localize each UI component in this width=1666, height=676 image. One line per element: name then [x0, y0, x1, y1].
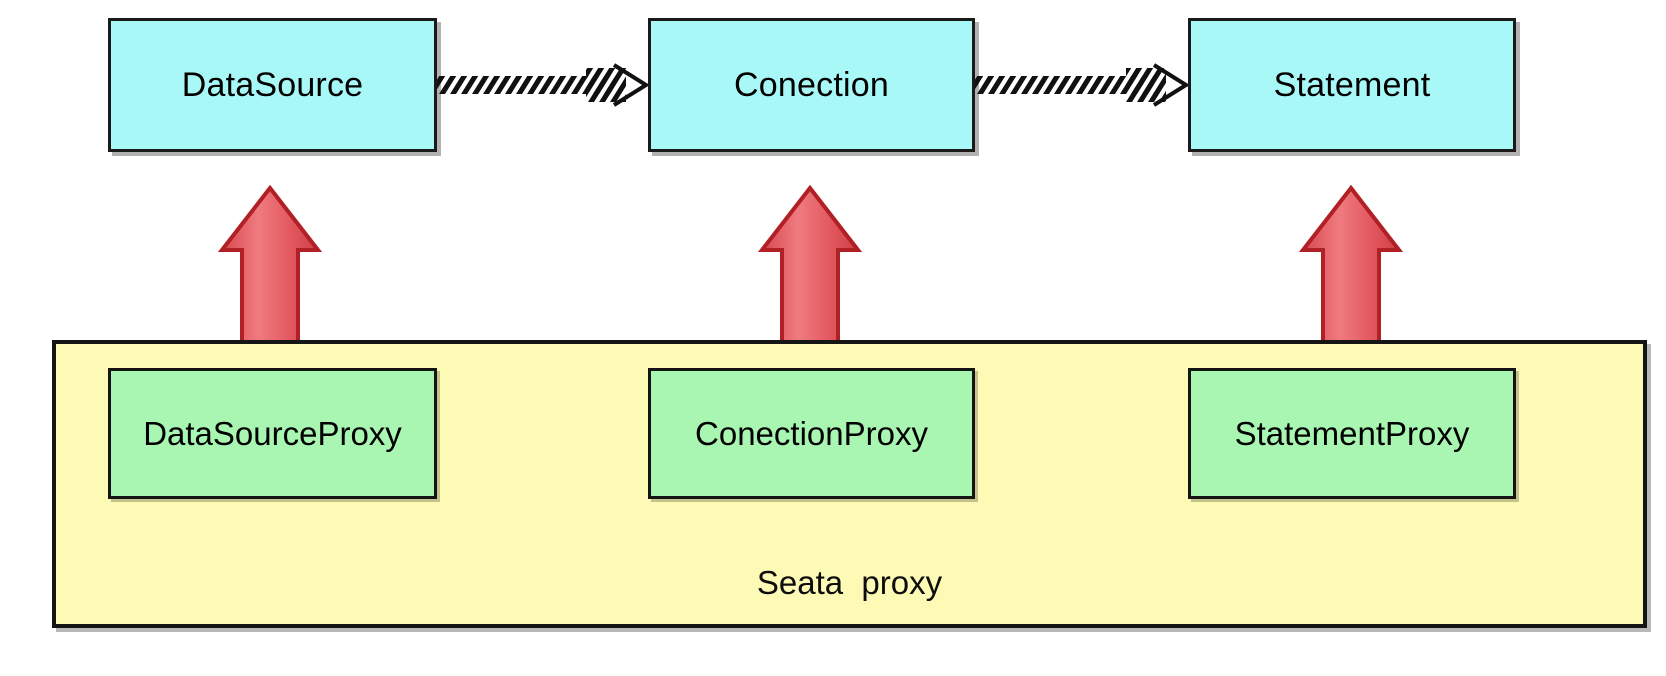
interface-box-conection[interactable]: Conection	[648, 18, 975, 152]
interface-label: Statement	[1273, 65, 1431, 104]
proxy-box-conectionproxy[interactable]: ConectionProxy	[648, 368, 975, 499]
up-arrow-conectionproxy-implements	[758, 185, 862, 344]
interface-label: DataSource	[181, 65, 364, 104]
proxy-box-statementproxy[interactable]: StatementProxy	[1188, 368, 1516, 499]
hatched-arrow-conection-to-statement	[975, 63, 1188, 107]
seata-proxy-caption: Seata proxy	[756, 564, 943, 601]
interface-box-datasource[interactable]: DataSource	[108, 18, 437, 152]
proxy-label: DataSourceProxy	[143, 414, 402, 452]
up-arrow-statementproxy-implements	[1299, 185, 1403, 344]
proxy-label: StatementProxy	[1234, 414, 1470, 452]
up-arrow-datasourceproxy-implements	[218, 185, 322, 344]
hatched-arrow-datasource-to-conection	[437, 63, 648, 107]
interface-box-statement[interactable]: Statement	[1188, 18, 1516, 152]
proxy-box-datasourceproxy[interactable]: DataSourceProxy	[108, 368, 437, 499]
interface-label: Conection	[734, 65, 889, 104]
proxy-label: ConectionProxy	[695, 414, 928, 452]
